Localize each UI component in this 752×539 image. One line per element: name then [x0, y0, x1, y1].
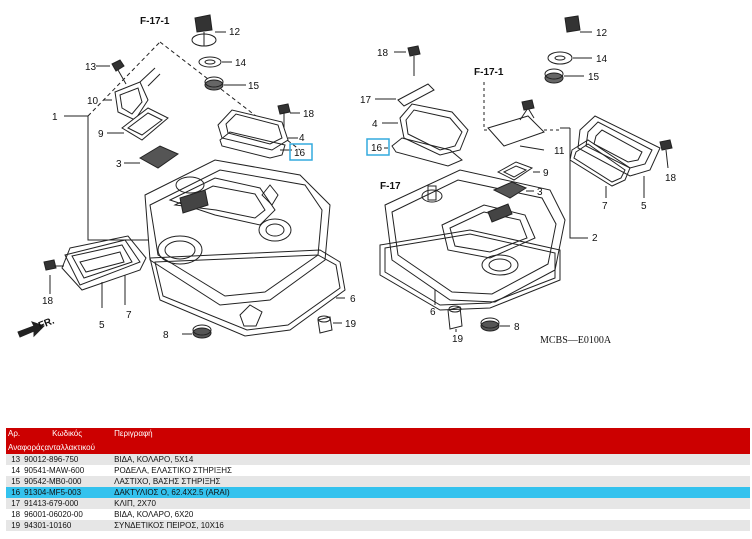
- label-15-left[interactable]: 15: [248, 81, 260, 92]
- ref-f-17[interactable]: F-17: [380, 181, 401, 192]
- table-subheader-row: Αναφοράςανταλλακτικού: [6, 441, 750, 454]
- exploded-view-svg: F-17-1 F-17-1 F-17 MCBS—E0100A FR. 1 3 4…: [17, 14, 677, 346]
- parts-diagram: F-17-1 F-17-1 F-17 MCBS—E0100A FR. 1 3 4…: [17, 14, 677, 346]
- label-18-left-bottom[interactable]: 18: [42, 296, 54, 307]
- label-16-right[interactable]: 16: [371, 143, 383, 154]
- label-3-right[interactable]: 3: [537, 187, 543, 198]
- label-15-right[interactable]: 15: [588, 72, 600, 83]
- part-number-cell: 18: [6, 509, 23, 520]
- label-18-right-top[interactable]: 18: [377, 48, 389, 59]
- part-number-cell: 16: [6, 487, 23, 498]
- label-12-left[interactable]: 12: [229, 27, 241, 38]
- part-description-cell: ΛΑΣΤΙΧΟ, ΒΑΣΗΣ ΣΤΗΡΙΞΗΣ: [112, 476, 750, 487]
- label-5-left[interactable]: 5: [99, 320, 105, 331]
- part-description-cell: ΡΟΔΕΛΑ, ΕΛΑΣΤΙΚΟ ΣΤΗΡΙΞΗΣ: [112, 465, 750, 476]
- label-6-right[interactable]: 6: [430, 307, 436, 318]
- header-code: Κωδικός: [22, 428, 113, 441]
- label-1[interactable]: 1: [52, 112, 58, 123]
- label-9-right[interactable]: 9: [543, 168, 549, 179]
- part-number-cell: 14: [6, 465, 23, 476]
- label-11[interactable]: 11: [554, 146, 565, 157]
- part-description-cell: ΒΙΔΑ, ΚΟΛΑΡΟ, 6X20: [112, 509, 750, 520]
- label-14-left[interactable]: 14: [235, 58, 247, 69]
- part-code-cell: 90012-896-750: [22, 454, 113, 465]
- label-9-left[interactable]: 9: [98, 129, 104, 140]
- ref-f-17-1-left[interactable]: F-17-1: [140, 16, 170, 27]
- front-indicator: FR.: [37, 315, 56, 331]
- label-4-right[interactable]: 4: [372, 119, 378, 130]
- ref-f-17-1-right[interactable]: F-17-1: [474, 67, 504, 78]
- label-6-left[interactable]: 6: [350, 294, 356, 305]
- label-4-left[interactable]: 4: [299, 133, 305, 144]
- header-no: Αρ.: [6, 428, 23, 441]
- label-5-right[interactable]: 5: [641, 201, 647, 212]
- diagram-code: MCBS—E0100A: [540, 335, 612, 346]
- highlight-box-right: [366, 138, 390, 156]
- part-code-cell: 91304-MF5-003: [22, 487, 113, 498]
- label-8-right[interactable]: 8: [514, 322, 520, 333]
- label-8-left[interactable]: 8: [163, 330, 169, 341]
- part-description-cell: ΣΥΝΔΕΤΙΚΟΣ ΠΕΙΡΟΣ, 10X16: [112, 520, 750, 531]
- part-number-cell: 19: [6, 520, 23, 531]
- part-description-cell: ΒΙΔΑ, ΚΟΛΑΡΟ, 5X14: [112, 454, 750, 465]
- part-code-cell: 91413-679-000: [22, 498, 113, 509]
- label-19-left[interactable]: 19: [345, 319, 357, 330]
- label-14-right[interactable]: 14: [596, 54, 608, 65]
- label-16-left[interactable]: 16: [294, 148, 306, 159]
- part-code-cell: 90541-MAW-600: [22, 465, 113, 476]
- part-code-cell: 94301-10160: [22, 520, 113, 531]
- label-7-left[interactable]: 7: [126, 310, 132, 321]
- label-2[interactable]: 2: [592, 233, 598, 244]
- header-description: Περιγραφή: [112, 428, 750, 441]
- label-18-left-top[interactable]: 18: [303, 109, 315, 120]
- highlight-box-left: [289, 143, 313, 161]
- part-description-cell: ΚΛΙΠ, 2X70: [112, 498, 750, 509]
- label-18-right-side[interactable]: 18: [665, 173, 677, 184]
- label-13[interactable]: 13: [85, 62, 97, 73]
- label-10[interactable]: 10: [87, 96, 99, 107]
- label-19-right[interactable]: 19: [452, 334, 464, 345]
- label-17[interactable]: 17: [360, 95, 372, 106]
- header-sub: Αναφοράςανταλλακτικού: [6, 441, 750, 454]
- part-description-cell: ΔΑΚΤΥΛΙΟΣ Ο, 62.4X2.5 (ARAI): [112, 487, 750, 498]
- label-7-right[interactable]: 7: [602, 201, 608, 212]
- label-12-right[interactable]: 12: [596, 28, 608, 39]
- part-number-cell: 15: [6, 476, 23, 487]
- part-number-cell: 17: [6, 498, 23, 509]
- part-code-cell: 90542-MB0-000: [22, 476, 113, 487]
- parts-table: Αρ. Κωδικός Περιγραφή Αναφοράςανταλλακτι…: [6, 428, 750, 531]
- label-3-left[interactable]: 3: [116, 159, 122, 170]
- part-code-cell: 96001-06020-00: [22, 509, 113, 520]
- table-header-row: Αρ. Κωδικός Περιγραφή: [6, 428, 750, 441]
- part-number-cell: 13: [6, 454, 23, 465]
